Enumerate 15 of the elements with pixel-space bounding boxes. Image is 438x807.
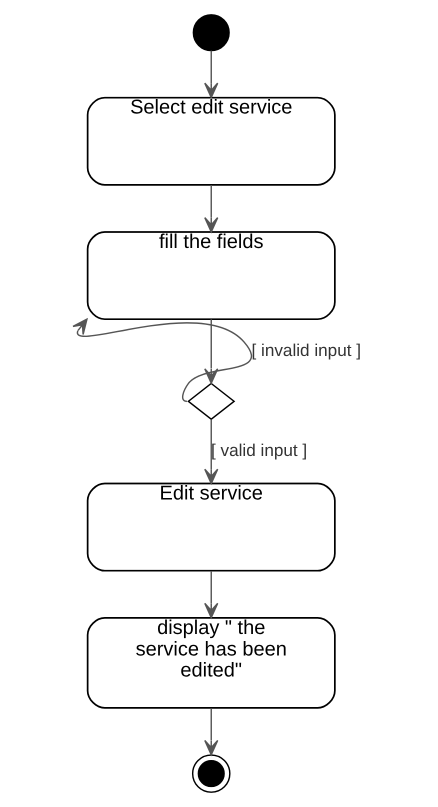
edge-label: [ valid input ] <box>211 440 308 460</box>
edge-label: [ invalid input ] <box>252 340 362 360</box>
arrow <box>204 50 218 98</box>
arrow <box>72 318 252 402</box>
node-box: Select edit service <box>86 96 336 186</box>
arrow <box>204 708 218 756</box>
node-circle <box>192 14 230 52</box>
arrow <box>204 185 218 233</box>
node-box: fill the fields <box>86 231 336 320</box>
node-diamond <box>187 382 236 420</box>
arrow <box>204 570 218 618</box>
arrow <box>204 419 218 484</box>
node-box: display " the service has been edited" <box>86 617 336 709</box>
node-bullseye <box>192 754 231 793</box>
node-box: Edit service <box>86 482 336 572</box>
